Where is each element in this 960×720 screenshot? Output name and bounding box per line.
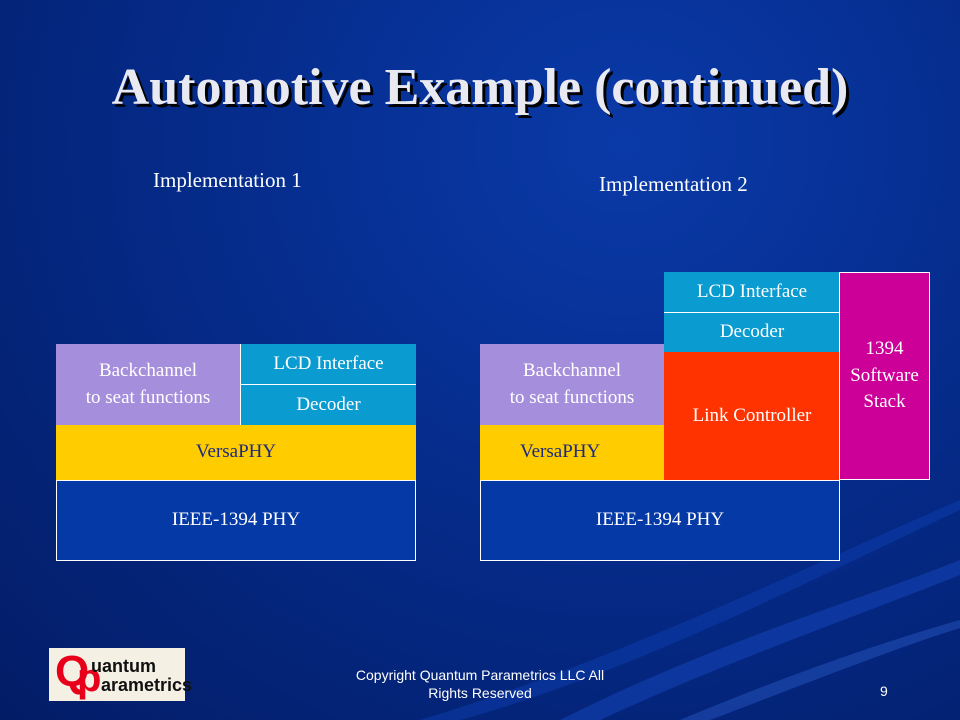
copyright-line1: Copyright Quantum Parametrics LLC All [355, 667, 605, 683]
impl1-backchannel-block: Backchannel to seat functions [56, 344, 240, 425]
impl1-backchannel-line2: to seat functions [85, 386, 211, 408]
impl2-backchannel-block: Backchannel to seat functions [480, 344, 664, 425]
impl2-link-controller-label: Link Controller [692, 404, 812, 426]
impl1-decoder-block: Decoder [240, 385, 416, 425]
impl2-software-line3: Stack [863, 391, 906, 413]
impl2-lcd-interface-label: LCD Interface [696, 280, 808, 302]
impl1-decoder-label: Decoder [296, 393, 361, 415]
impl2-phy-block: IEEE-1394 PHY [480, 480, 840, 561]
implementation-2-label: Implementation 2 [599, 172, 748, 196]
impl2-backchannel-line1: Backchannel [522, 359, 622, 381]
impl2-versaphy-label: VersaPHY [520, 441, 601, 463]
impl2-software-line1: 1394 [865, 338, 904, 360]
impl2-versaphy-block: VersaPHY [480, 425, 664, 480]
impl1-lcd-interface-label: LCD Interface [273, 352, 384, 374]
impl2-software-stack-block: 1394 Software Stack [839, 272, 930, 480]
impl1-versaphy-block: VersaPHY [56, 425, 416, 480]
impl2-link-controller-block: Link Controller [664, 352, 840, 480]
impl1-backchannel-line1: Backchannel [98, 359, 198, 381]
impl2-backchannel-line2: to seat functions [509, 386, 635, 408]
impl1-versaphy-label: VersaPHY [195, 441, 277, 463]
impl2-lcd-interface-block: LCD Interface [664, 272, 840, 313]
impl1-lcd-interface-block: LCD Interface [240, 344, 416, 385]
impl1-phy-label: IEEE-1394 PHY [171, 509, 301, 531]
impl2-decoder-block: Decoder [664, 313, 840, 352]
quantum-parametrics-logo: Q p uantum arametrics [49, 647, 192, 701]
logo-q-letter: Q [55, 647, 90, 696]
impl2-software-line2: Software [850, 364, 919, 386]
logo-p-letter: p [77, 656, 102, 700]
copyright-line2: Rights Reserved [428, 685, 532, 701]
logo-line2: arametrics [101, 675, 193, 695]
implementation-1-label: Implementation 1 [153, 168, 302, 192]
page-number: 9 [880, 683, 888, 699]
slide-title: Automotive Example (continued) [111, 59, 849, 116]
copyright-text: Copyright Quantum Parametrics LLC All Ri… [330, 666, 630, 702]
impl1-phy-block: IEEE-1394 PHY [56, 480, 416, 561]
logo-line1: uantum [91, 656, 156, 676]
impl2-phy-label: IEEE-1394 PHY [595, 509, 725, 531]
impl2-decoder-label: Decoder [719, 321, 785, 343]
